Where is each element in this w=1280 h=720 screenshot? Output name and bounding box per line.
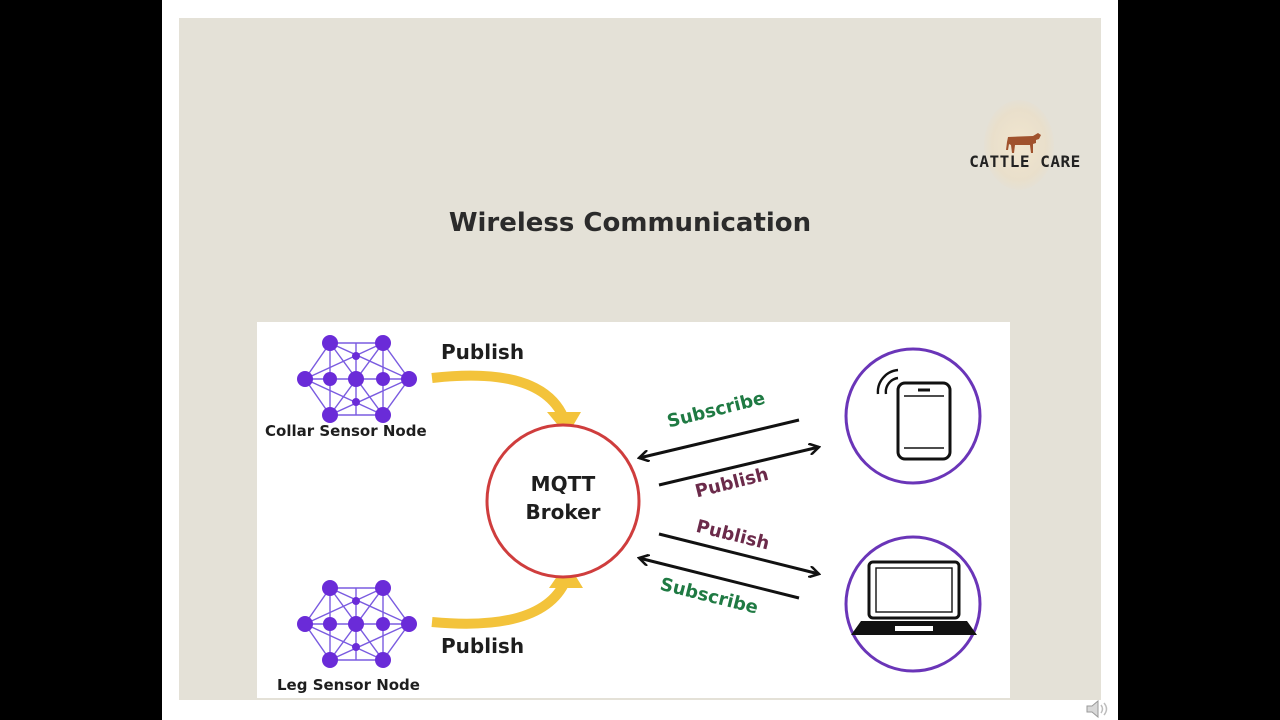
logo-text: CATTLE CARE	[969, 152, 1081, 171]
phone-subscribe-arrow	[639, 418, 800, 458]
smartphone-icon	[876, 368, 952, 461]
leg-sensor-nodes	[297, 580, 417, 668]
top-publish-label: Publish	[441, 340, 525, 364]
broker-label-line1: MQTT	[530, 472, 596, 496]
collar-sensor-nodes	[297, 335, 417, 423]
bottom-publish-label: Publish	[441, 634, 525, 658]
diagram-graphics	[297, 335, 982, 673]
speaker-icon[interactable]	[1084, 698, 1112, 720]
collar-sensor-node-label: Collar Sensor Node	[265, 422, 427, 440]
laptop-icon	[851, 560, 977, 635]
laptop-device-circle	[844, 535, 982, 673]
slide: CATTLE CARE Wireless Communication	[179, 18, 1101, 700]
slide-frame: CATTLE CARE Wireless Communication	[162, 0, 1118, 720]
cattle-care-logo: CATTLE CARE	[969, 100, 1087, 195]
mqtt-diagram: Collar Sensor Node Leg Sensor Node Publi…	[257, 322, 1010, 698]
phone-publish-arrow	[658, 447, 819, 487]
laptop-subscribe-arrow	[639, 558, 800, 600]
slide-title: Wireless Communication	[448, 208, 812, 238]
broker-label-line2: Broker	[525, 500, 601, 524]
cow-icon	[1006, 133, 1041, 153]
leg-sensor-node-label: Leg Sensor Node	[277, 676, 420, 694]
mqtt-broker-circle	[485, 423, 641, 579]
laptop-publish-arrow	[658, 532, 819, 574]
phone-device-circle	[844, 347, 982, 485]
